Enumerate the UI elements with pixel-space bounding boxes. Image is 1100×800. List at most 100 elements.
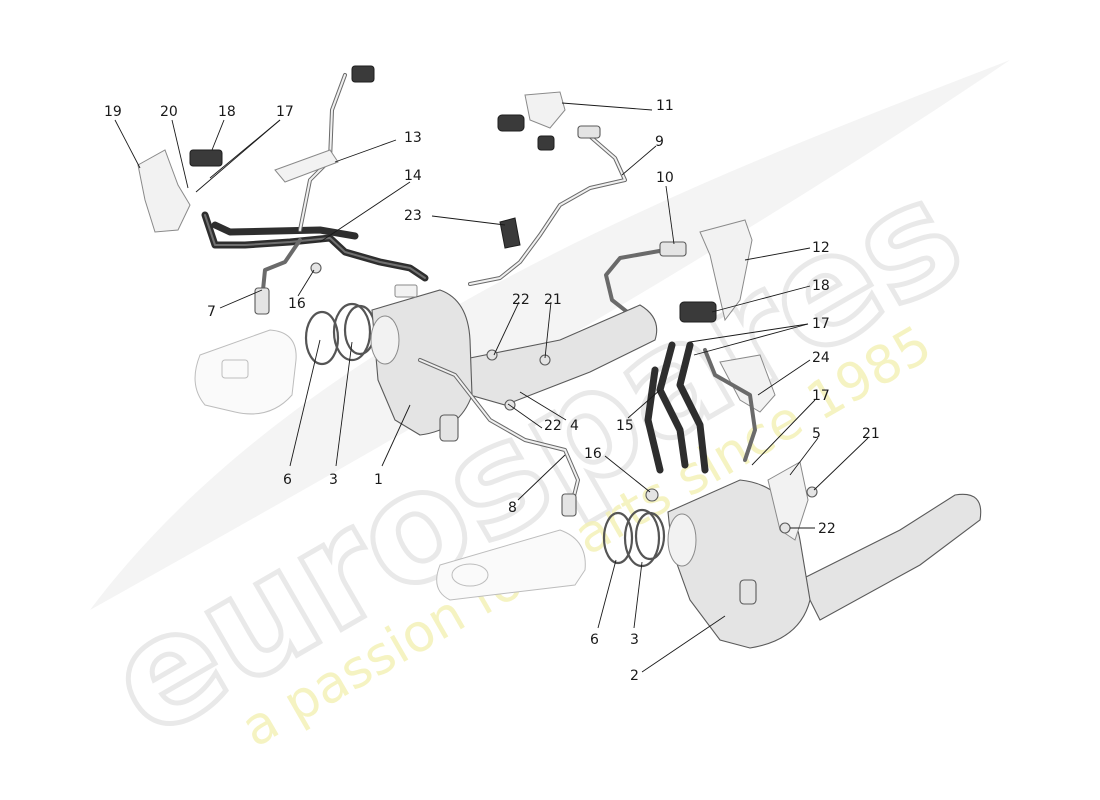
leader-22a — [493, 301, 520, 356]
callout-6: 6 — [283, 472, 292, 488]
wire-7 — [260, 238, 302, 302]
wire-8-in — [419, 359, 579, 513]
leader-1 — [381, 404, 411, 467]
pressure-sensor-18-right — [679, 301, 717, 323]
leader-8 — [517, 454, 566, 501]
leader-10 — [665, 185, 675, 245]
callout-10: 10 — [656, 170, 674, 186]
callout-21: 21 — [544, 292, 562, 308]
callout-23: 23 — [404, 208, 422, 224]
leader-6b — [597, 559, 617, 629]
leader-13 — [334, 139, 397, 163]
leader-15 — [627, 389, 661, 419]
bracket-24 — [719, 354, 776, 413]
bolt-22-a — [486, 349, 498, 361]
leader-3a — [335, 341, 353, 467]
callout-12: 12 — [812, 240, 830, 256]
callout-1: 1 — [374, 472, 383, 488]
callout-8: 8 — [508, 500, 517, 516]
leader-17a2 — [195, 119, 281, 193]
callout-24: 24 — [812, 350, 830, 366]
leader-7 — [219, 289, 263, 309]
callout-6: 6 — [590, 632, 599, 648]
bracket-13 — [274, 149, 339, 183]
callout-3: 3 — [329, 472, 338, 488]
leader-9 — [621, 145, 657, 176]
leader-21a — [544, 301, 552, 359]
wire-9-in — [469, 131, 626, 285]
catalyst-2-tailpipe — [799, 493, 982, 621]
sensor-11 — [497, 114, 525, 132]
catalyst-2-sensor — [739, 579, 757, 605]
catalyst-2-inlet — [667, 513, 697, 567]
bracket-19 — [137, 149, 191, 233]
leader-18a — [211, 119, 225, 151]
leader-3b — [633, 561, 643, 629]
callout-22: 22 — [544, 418, 562, 434]
callout-7: 7 — [207, 304, 216, 320]
leader-16a — [297, 269, 315, 297]
callout-18: 18 — [812, 278, 830, 294]
lambda-sensor-7 — [254, 287, 270, 315]
hose-14b-outer — [211, 221, 359, 240]
leader-lines — [114, 102, 869, 673]
leader-16b — [604, 455, 651, 493]
callout-16: 16 — [584, 446, 602, 462]
leader-18b — [711, 285, 811, 313]
callout-19: 19 — [104, 104, 122, 120]
hose-15-c — [644, 366, 664, 474]
callout-17: 17 — [812, 316, 830, 332]
dpf-1-inlet — [370, 315, 400, 365]
leader-19 — [114, 119, 141, 169]
hose-14-inner — [204, 214, 426, 279]
pressure-sensor-18-top — [189, 149, 223, 167]
connector-13 — [351, 65, 375, 83]
callout-15: 15 — [616, 418, 634, 434]
bolt-22-c — [779, 522, 791, 534]
leader-23 — [431, 215, 506, 226]
leader-17c — [751, 399, 816, 466]
callout-21: 21 — [862, 426, 880, 442]
gasket-6-upper — [304, 310, 340, 366]
bracket-5 — [767, 461, 809, 541]
lambda-sensor-9 — [577, 125, 601, 139]
callout-14: 14 — [404, 168, 422, 184]
bracket-23 — [499, 217, 521, 249]
clamp-3-lower-inner — [634, 511, 666, 561]
lambda-sensor-8 — [561, 493, 577, 517]
bracket-12 — [699, 219, 753, 322]
callout-13: 13 — [404, 130, 422, 146]
nut-16-lower — [645, 488, 659, 502]
leader-22b — [507, 403, 543, 429]
callout-22: 22 — [818, 521, 836, 537]
front-pipe-4 — [459, 304, 658, 406]
leader-5 — [789, 437, 819, 476]
leader-11 — [561, 102, 653, 111]
watermark-swoosh — [90, 60, 1010, 610]
leader-20 — [171, 119, 189, 189]
wire-10 — [604, 248, 667, 324]
gasket-6-lower — [602, 511, 634, 565]
clamp-3-lower — [623, 508, 661, 568]
leader-17b2 — [693, 323, 809, 356]
sensor-11-plug — [537, 135, 555, 151]
lambda-sensor-10 — [659, 241, 687, 257]
callout-22: 22 — [512, 292, 530, 308]
hose-15-a — [656, 341, 689, 469]
watermark: eurospares a passion for parts since 198… — [79, 60, 1010, 774]
bracket-11 — [524, 91, 566, 129]
callout-2: 2 — [630, 668, 639, 684]
parts-illustration — [137, 65, 982, 649]
nut-16-upper — [310, 262, 322, 274]
leader-4 — [519, 391, 567, 421]
leader-2 — [641, 615, 726, 673]
callout-16: 16 — [288, 296, 306, 312]
callout-numbers: 19 20 18 17 13 14 11 9 10 23 12 18 17 24… — [104, 98, 880, 684]
callout-3: 3 — [630, 632, 639, 648]
callout-9: 9 — [655, 134, 664, 150]
leader-21b — [813, 437, 869, 491]
dpf-1-top-flange — [394, 284, 418, 298]
leader-17b1 — [689, 323, 809, 343]
leader-12 — [744, 247, 811, 261]
